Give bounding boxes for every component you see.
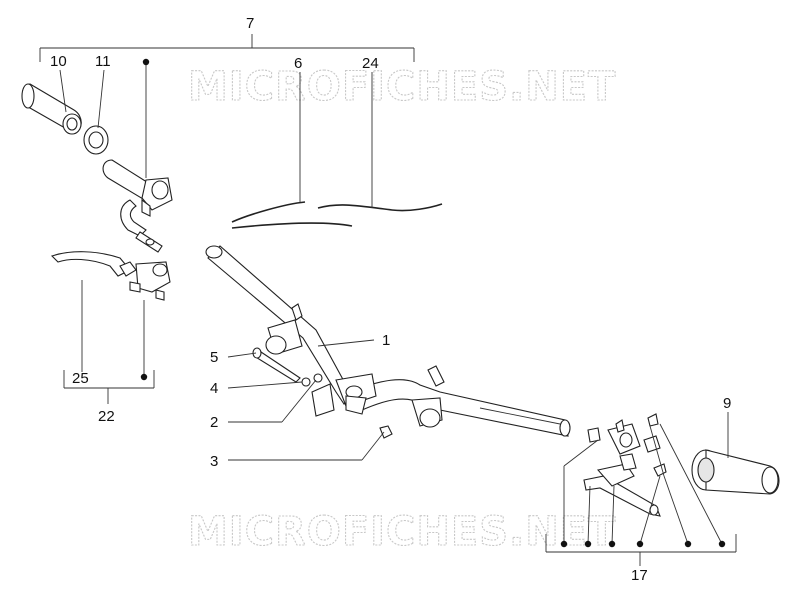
throttle-assembly xyxy=(102,159,173,253)
throttle-cable xyxy=(231,201,306,223)
washer-4 xyxy=(301,377,311,387)
callout-5: 5 xyxy=(210,349,218,366)
callout-10: 10 xyxy=(50,53,67,70)
leader-lines xyxy=(39,34,737,566)
left-grip xyxy=(21,83,82,135)
callout-17: 17 xyxy=(631,567,648,584)
callout-1: 1 xyxy=(382,332,390,349)
callout-6: 6 xyxy=(294,55,302,72)
right-grip xyxy=(691,449,780,495)
right-lever-housing xyxy=(587,423,667,477)
callout-25: 25 xyxy=(72,370,89,387)
throttle-cable-return xyxy=(231,222,353,229)
watermark-bottom: MICROFICHES.NET xyxy=(188,509,616,555)
cable-24 xyxy=(317,203,443,212)
callout-3: 3 xyxy=(210,453,218,470)
callout-22: 22 xyxy=(98,408,115,425)
callout-11: 11 xyxy=(95,53,111,70)
handlebar-bolt xyxy=(252,347,301,383)
grip-washer xyxy=(83,125,109,155)
screw-17 xyxy=(615,413,659,433)
callout-4: 4 xyxy=(210,380,218,397)
handlebar-tube xyxy=(205,245,571,437)
u-clamp xyxy=(311,373,377,417)
callout-9: 9 xyxy=(723,395,731,412)
callout-7: 7 xyxy=(246,15,254,32)
nut-3 xyxy=(379,425,393,439)
bullet-dots xyxy=(140,58,726,548)
brake-master-cylinder xyxy=(129,261,171,301)
watermark-top: MICROFICHES.NET xyxy=(188,64,616,110)
left-brake-lever xyxy=(50,251,137,277)
callout-2: 2 xyxy=(210,414,218,431)
callout-24: 24 xyxy=(362,55,379,72)
